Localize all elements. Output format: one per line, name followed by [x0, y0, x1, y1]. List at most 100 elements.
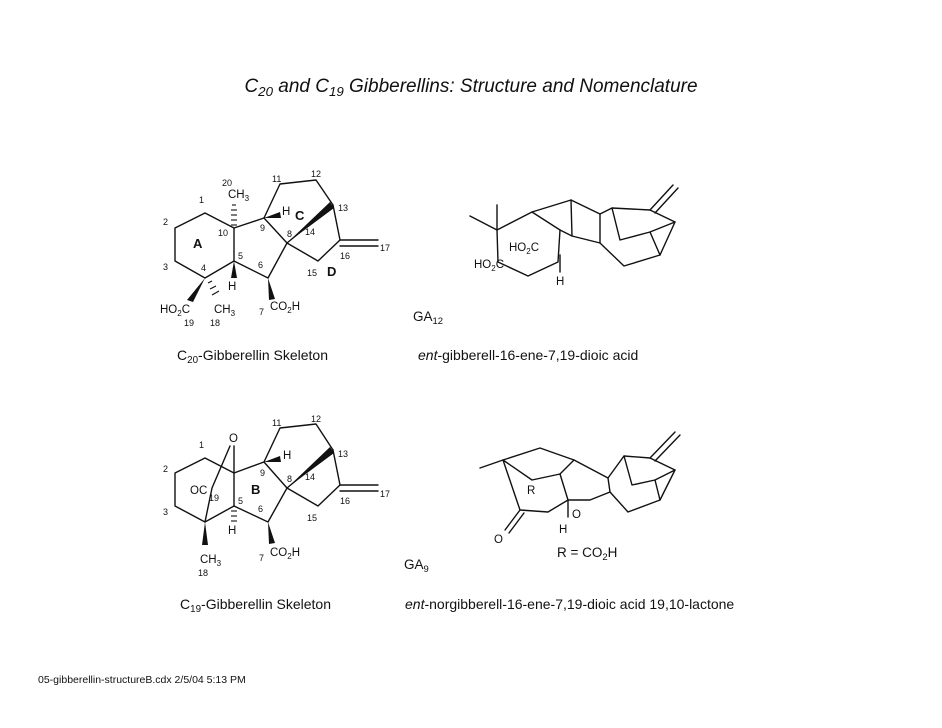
- c20-c8-wedge: [287, 202, 334, 243]
- c19-num-2: 2: [163, 464, 168, 474]
- ga9-carbonyl-o-label: O: [494, 534, 503, 546]
- c20-num-7: 7: [259, 307, 264, 317]
- c20-ring-d-label: D: [327, 264, 336, 279]
- c20-num-16: 16: [340, 251, 350, 261]
- c19-ring-b-label: B: [251, 482, 260, 497]
- c19-num-16: 16: [340, 496, 350, 506]
- c19-num-1: 1: [199, 440, 204, 450]
- c19-num-5: 5: [238, 496, 243, 506]
- c20-num-13: 13: [338, 203, 348, 213]
- c20-num-4: 4: [201, 263, 206, 273]
- c19-num-11: 11: [272, 418, 281, 428]
- c20-h5-label: H: [228, 281, 236, 293]
- c19-num-6: 6: [258, 504, 263, 514]
- c19-caption: C19-Gibberellin Skeleton: [180, 596, 331, 615]
- ga9-methylene-2: [654, 434, 681, 462]
- ga12-structure: HO2C HO2C H: [469, 184, 679, 288]
- c19-co2h-label: CO2H: [270, 547, 300, 561]
- c19-num-12: 12: [311, 414, 321, 424]
- c19-num-19: 19: [209, 493, 219, 503]
- ga12-methylene-2: [654, 187, 679, 214]
- ga9-structure: R O O H: [479, 431, 681, 546]
- c19-num-7: 7: [259, 553, 264, 563]
- ga9-h-label: H: [559, 524, 567, 536]
- c20-num-8: 8: [287, 229, 292, 239]
- c19-lactone-bond: [204, 445, 231, 523]
- ga9-iupac-name: ent-norgibberell-16-ene-7,19-dioic acid …: [405, 596, 735, 612]
- ga9-upper-bonds: [502, 447, 575, 475]
- c19-c8-wedge: [287, 447, 334, 488]
- ga12-b-bridge: [570, 199, 573, 237]
- c20-caption: C20-Gibberellin Skeleton: [177, 347, 328, 366]
- ga9-ring-o-label: O: [572, 509, 581, 521]
- ga12-ring-b-bonds: [531, 199, 601, 244]
- ga9-methylene-1: [649, 431, 676, 459]
- ga9-d-bond: [654, 479, 661, 501]
- c19-num-15: 15: [307, 513, 317, 523]
- ga9-ring-a-bonds: [479, 459, 569, 513]
- c20-ch3-20-label: CH3: [228, 189, 250, 203]
- ga12-inner-bonds: [611, 207, 676, 241]
- c20-co2h-label: CO2H: [270, 301, 300, 315]
- c20-num-14: 14: [305, 227, 315, 237]
- c20-num-15: 15: [307, 268, 317, 278]
- c19-num-14: 14: [305, 472, 315, 482]
- c20-num-17: 17: [380, 243, 390, 253]
- c20-ring-a-label: A: [193, 236, 203, 251]
- c20-num-20: 20: [222, 178, 232, 188]
- c20-num-12: 12: [311, 169, 321, 179]
- c19-h5-label: H: [228, 525, 236, 537]
- ga12-ho2c-lower-label: HO2C: [474, 259, 504, 273]
- c20-num-19: 19: [184, 318, 194, 328]
- c19-skeleton-structure: O OC H H CH3 CO2H B 1 2 3 5 6 7 8 9 11 1…: [163, 414, 390, 578]
- c20-ring-c-label: C: [295, 208, 305, 223]
- c19-h9-label: H: [283, 450, 291, 462]
- ga9-ring-b-bonds: [567, 459, 611, 501]
- ga12-d-bond: [649, 231, 661, 256]
- c19-num-3: 3: [163, 507, 168, 517]
- c19-num-13: 13: [338, 449, 348, 459]
- c19-ch3-18-label: CH3: [200, 554, 222, 568]
- ga12-h-label: H: [556, 276, 564, 288]
- c20-ho2c-wedge: [187, 278, 205, 302]
- c20-ch3-18-label: CH3: [214, 304, 236, 318]
- c19-ring-c-bonds: [263, 423, 341, 507]
- c19-num-8: 8: [287, 474, 292, 484]
- c20-num-5: 5: [238, 251, 243, 261]
- c19-num-17: 17: [380, 489, 390, 499]
- ga12-methylene-1: [649, 184, 674, 211]
- c20-methyl-hash: [231, 204, 237, 226]
- ga12-iupac-name: ent-gibberell-16-ene-7,19-dioic acid: [418, 347, 639, 363]
- ga9-name: GA9: [404, 557, 429, 575]
- c20-num-6: 6: [258, 260, 263, 270]
- c20-skeleton-structure: CH3 H H HO2C CH3 CO2H A C D 1 2 3 4 5 6 …: [160, 169, 390, 328]
- c20-num-11: 11: [272, 174, 281, 184]
- c20-ch3-18-hash: [207, 280, 220, 296]
- page-title: C20 and C19 Gibberellins: Structure and …: [244, 76, 698, 99]
- c20-num-2: 2: [163, 217, 168, 227]
- c20-num-3: 3: [163, 262, 168, 272]
- c20-h9-label: H: [282, 206, 290, 218]
- ga9-r-definition: R = CO2H: [557, 545, 618, 563]
- c20-num-10: 10: [218, 228, 228, 238]
- c20-h9-wedge: [264, 212, 281, 218]
- ga12-name: GA12: [413, 309, 444, 327]
- c19-num-9: 9: [260, 468, 265, 478]
- c20-num-9: 9: [260, 223, 265, 233]
- c19-oc-label: OC: [190, 485, 207, 497]
- ga12-ring-a-bonds: [469, 211, 561, 277]
- ga9-inner-bonds: [623, 455, 676, 486]
- c19-ch3-wedge: [202, 522, 208, 545]
- c19-h9-wedge: [264, 456, 281, 462]
- c19-co2h-wedge: [268, 522, 275, 544]
- c20-num-18: 18: [210, 318, 220, 328]
- c20-co2h-wedge: [268, 278, 275, 300]
- c20-num-1: 1: [199, 195, 204, 205]
- c19-o-label: O: [229, 433, 238, 445]
- ga9-carbonyl-bond-2: [508, 512, 525, 534]
- ga9-carbonyl-bond-1: [504, 509, 521, 531]
- c20-h5-wedge: [231, 261, 237, 278]
- ga12-ring-cd-bonds: [599, 207, 676, 267]
- ga9-ring-cd-bonds: [607, 455, 676, 513]
